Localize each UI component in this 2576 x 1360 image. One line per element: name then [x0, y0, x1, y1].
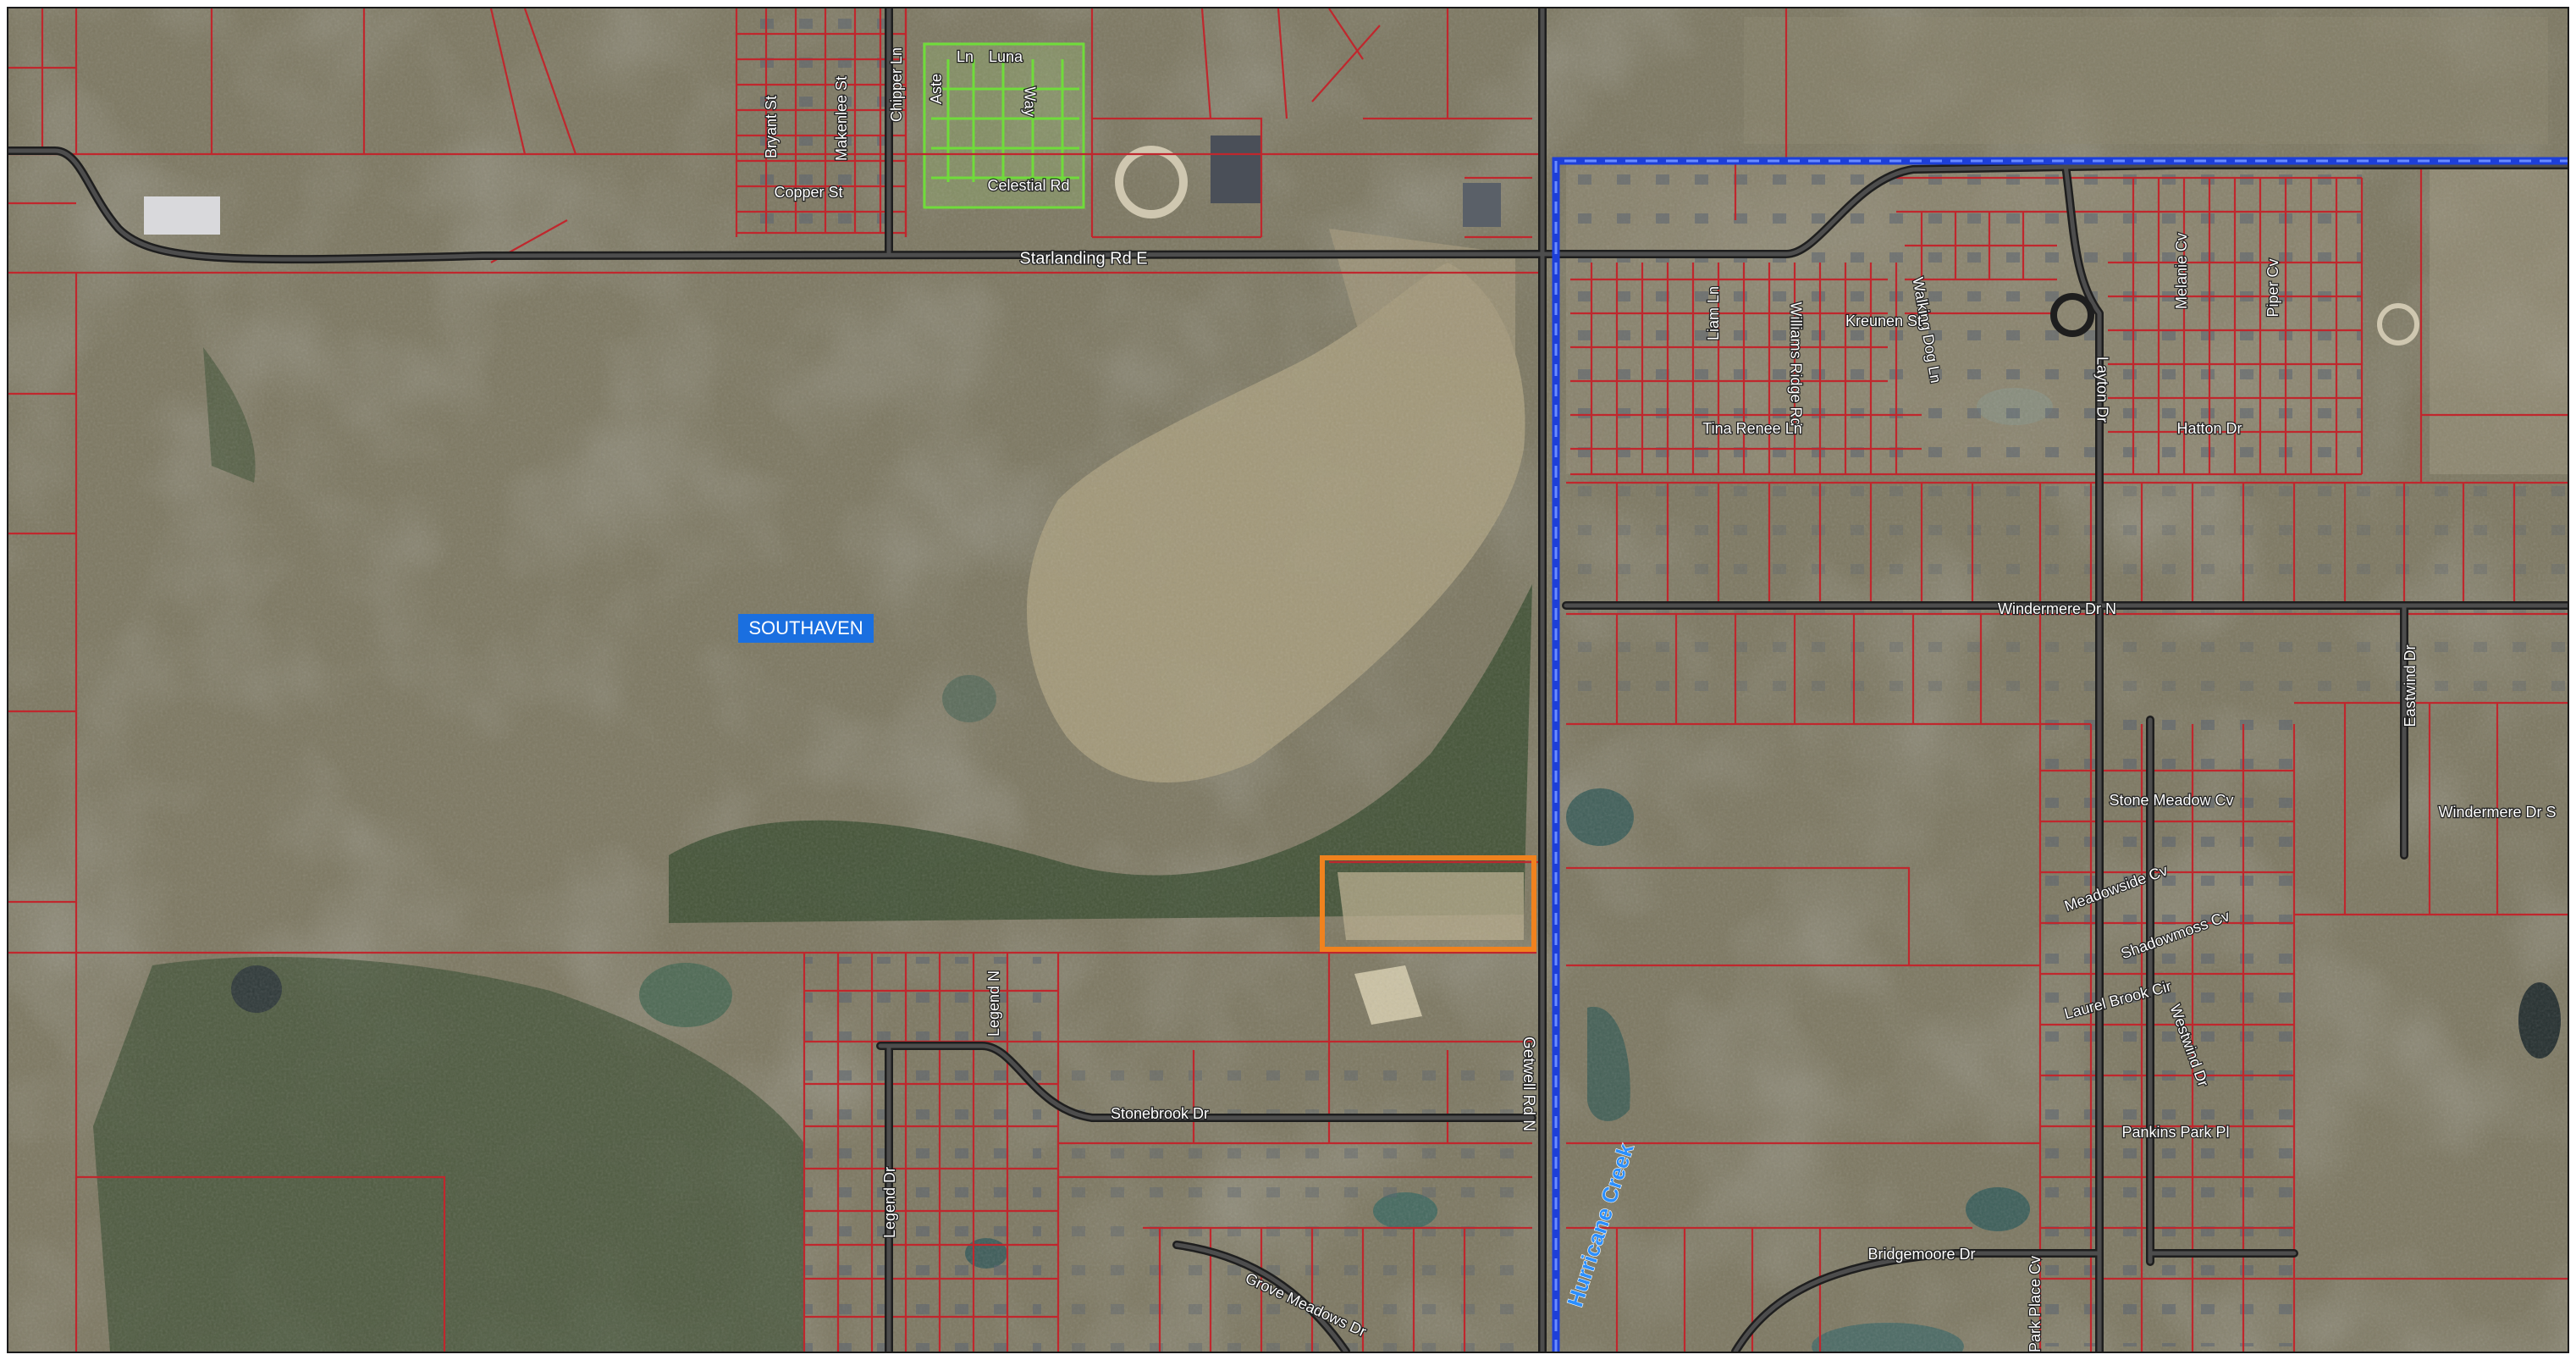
street-label-windermeres: Windermere Dr S — [2438, 804, 2556, 821]
street-label-copper: Copper St — [774, 184, 842, 201]
street-label-legendn: Legend N — [985, 970, 1002, 1037]
street-label-way: Way — [1021, 86, 1038, 116]
street-label-windermeren: Windermere Dr N — [1998, 600, 2116, 617]
parcel-boundaries — [8, 8, 2568, 1352]
street-label-eastwind: Eastwind Dr — [2402, 644, 2419, 727]
subject-parcel-outline[interactable] — [1320, 855, 1536, 952]
street-label-pankins: Pankins Park Pl — [2121, 1124, 2229, 1141]
street-label-hatton: Hatton Dr — [2176, 420, 2242, 437]
street-label-aste: Aste — [928, 74, 945, 104]
svg-text:SOUTHAVEN: SOUTHAVEN — [748, 617, 863, 639]
city-boundary — [1552, 157, 2568, 1352]
street-label-kreunen: Kreunen St — [1845, 312, 1922, 329]
parcel-map[interactable]: SOUTHAVEN Hurricane Creek Starlanding Rd… — [8, 8, 2568, 1352]
street-label-ln: Ln — [957, 48, 974, 65]
map-viewport[interactable]: SOUTHAVEN Hurricane Creek Starlanding Rd… — [7, 7, 2569, 1353]
street-label-getwell: Getwell Rd N — [1520, 1037, 1537, 1131]
road-network — [8, 8, 2568, 1352]
street-label-bridgemoore: Bridgemoore Dr — [1867, 1246, 1975, 1263]
aerial-imagery — [8, 8, 2568, 1352]
street-label-chipper: Chipper Ln — [888, 47, 905, 122]
street-label-luna: Luna — [989, 48, 1023, 65]
street-labels: Starlanding Rd E Getwell Rd N Bryant St Mak… — [762, 47, 2557, 1352]
street-label-bryant: Bryant St — [763, 96, 780, 158]
street-label-stonebrook: Stonebrook Dr — [1111, 1105, 1209, 1122]
street-label-melanie: Melanie Cv — [2173, 233, 2190, 309]
subdivision-plat-lines — [923, 42, 1085, 209]
place-label-southaven: SOUTHAVEN — [738, 614, 874, 643]
street-label-starlanding: Starlanding Rd E — [1019, 249, 1147, 268]
street-label-parkplace: Park Place Cv — [2027, 1256, 2044, 1352]
street-label-williams: Williams Ridge Rd — [1787, 301, 1804, 426]
street-label-stonemeadow: Stone Meadow Cv — [2109, 792, 2233, 809]
street-label-liam: Liam Ln — [1705, 286, 1722, 340]
street-label-legenddr: Legend Dr — [881, 1167, 898, 1238]
street-label-makenlee: Makenlee St — [833, 76, 850, 161]
street-label-celestial: Celestial Rd — [987, 177, 1069, 194]
street-label-layton: Layton Dr — [2093, 357, 2110, 423]
street-label-tinarenee: Tina Renee Ln — [1702, 420, 1801, 437]
street-label-piper: Piper Cv — [2264, 258, 2281, 317]
